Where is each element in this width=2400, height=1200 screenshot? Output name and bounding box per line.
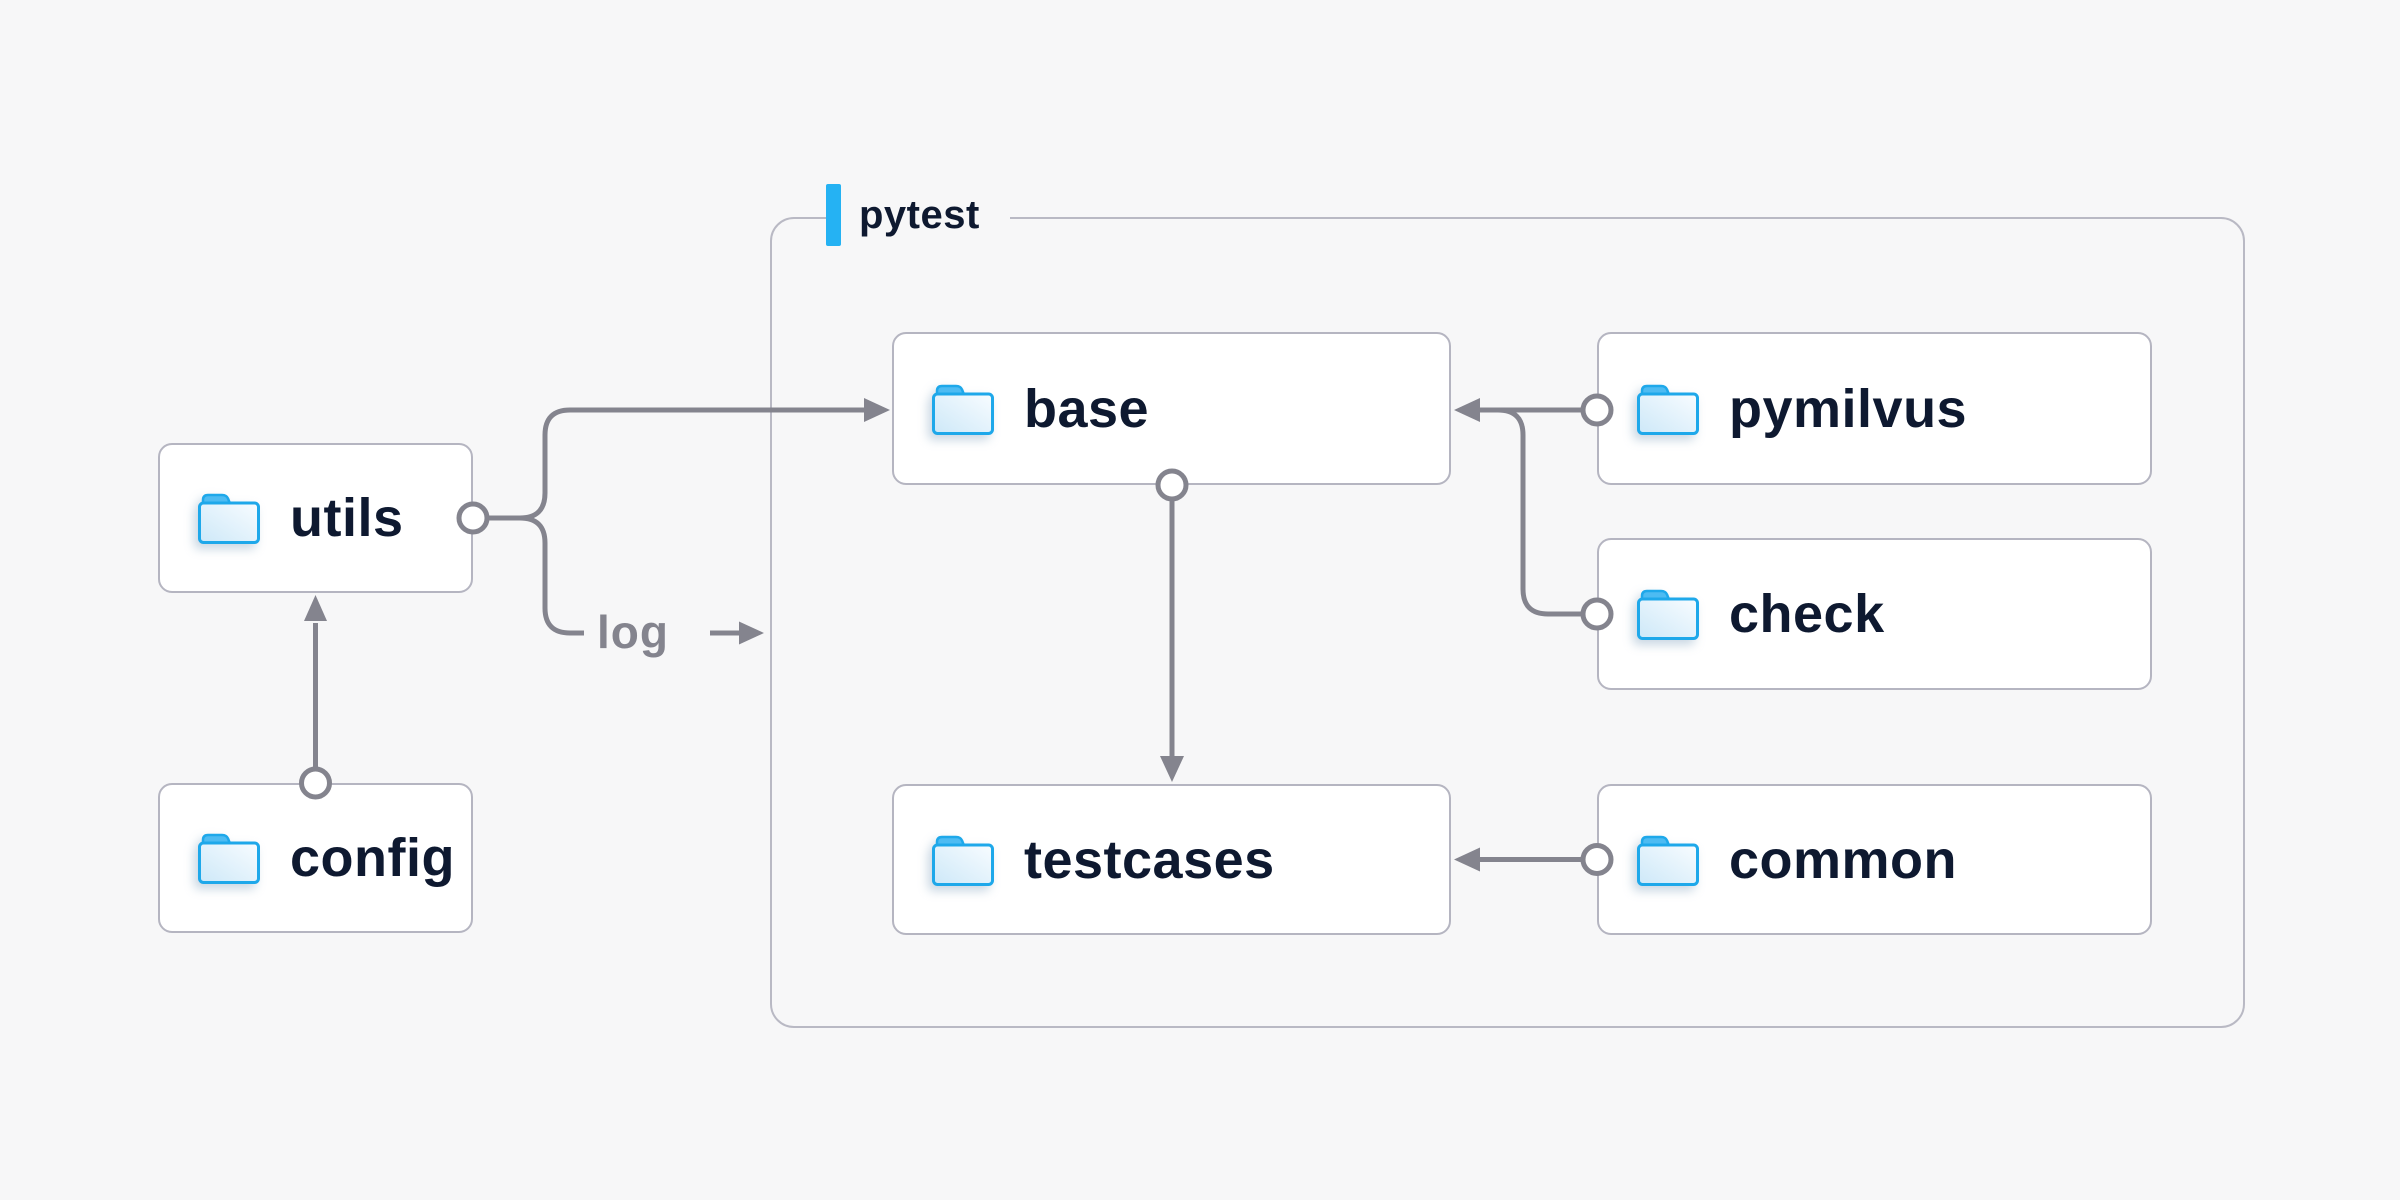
node-utils: utils xyxy=(158,443,473,593)
pytest-container xyxy=(770,217,2245,1028)
node-label: utils xyxy=(290,488,404,548)
node-label: check xyxy=(1729,584,1885,644)
node-check: check xyxy=(1597,538,2152,690)
edge-label-log: log xyxy=(597,605,669,658)
pytest-container-label: pytest xyxy=(826,183,1010,247)
node-testcases: testcases xyxy=(892,784,1451,935)
folder-icon xyxy=(196,492,262,546)
node-label: common xyxy=(1729,829,1958,890)
node-label: base xyxy=(1024,378,1150,439)
folder-icon xyxy=(1635,588,1701,642)
arrowhead-right-icon xyxy=(739,621,764,645)
folder-icon xyxy=(930,383,996,437)
node-config: config xyxy=(158,783,473,933)
folder-icon xyxy=(930,834,996,888)
arrowhead-up-icon xyxy=(304,595,327,621)
accent-bar-icon xyxy=(826,184,841,246)
node-label: config xyxy=(290,828,455,888)
edge-utils-log xyxy=(519,515,584,636)
folder-icon xyxy=(196,832,262,886)
pytest-container-title: pytest xyxy=(859,193,980,237)
folder-icon xyxy=(1635,383,1701,437)
node-label: testcases xyxy=(1024,829,1275,890)
node-label: pymilvus xyxy=(1729,378,1968,439)
node-common: common xyxy=(1597,784,2152,935)
folder-icon xyxy=(1635,834,1701,888)
node-base: base xyxy=(892,332,1451,485)
node-pymilvus: pymilvus xyxy=(1597,332,2152,485)
